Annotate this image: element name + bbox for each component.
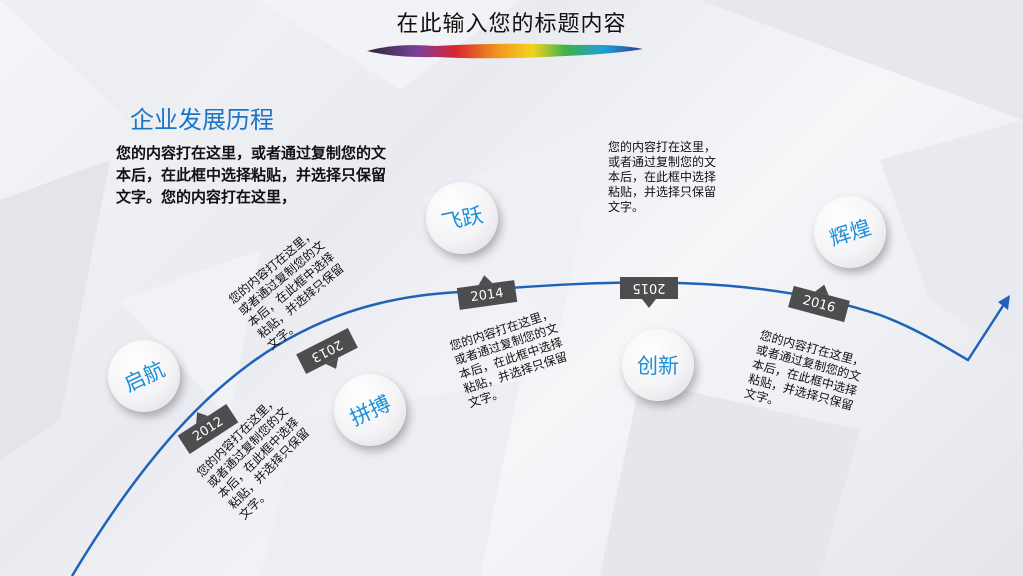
milestone-chuangxin: 创新	[622, 329, 694, 401]
year-2015: 2015	[620, 277, 678, 299]
title-brush-decoration	[367, 43, 643, 59]
note-2015: 您的内容打在这里，或者通过复制您的文本后，在此框中选择粘贴，并选择只保留文字。	[608, 140, 717, 214]
milestone-huihuang: 辉煌	[814, 196, 886, 268]
page-title: 在此输入您的标题内容	[396, 12, 627, 37]
intro-text: 您的内容打在这里，或者通过复制您的文本后，在此框中选择粘贴，并选择只保留文字。您…	[116, 144, 387, 206]
section-heading: 企业发展历程	[130, 106, 274, 134]
milestone-pinbo: 拼搏	[334, 374, 406, 446]
milestone-qihang: 启航	[108, 340, 180, 412]
milestone-feiyue: 飞跃	[426, 182, 498, 254]
